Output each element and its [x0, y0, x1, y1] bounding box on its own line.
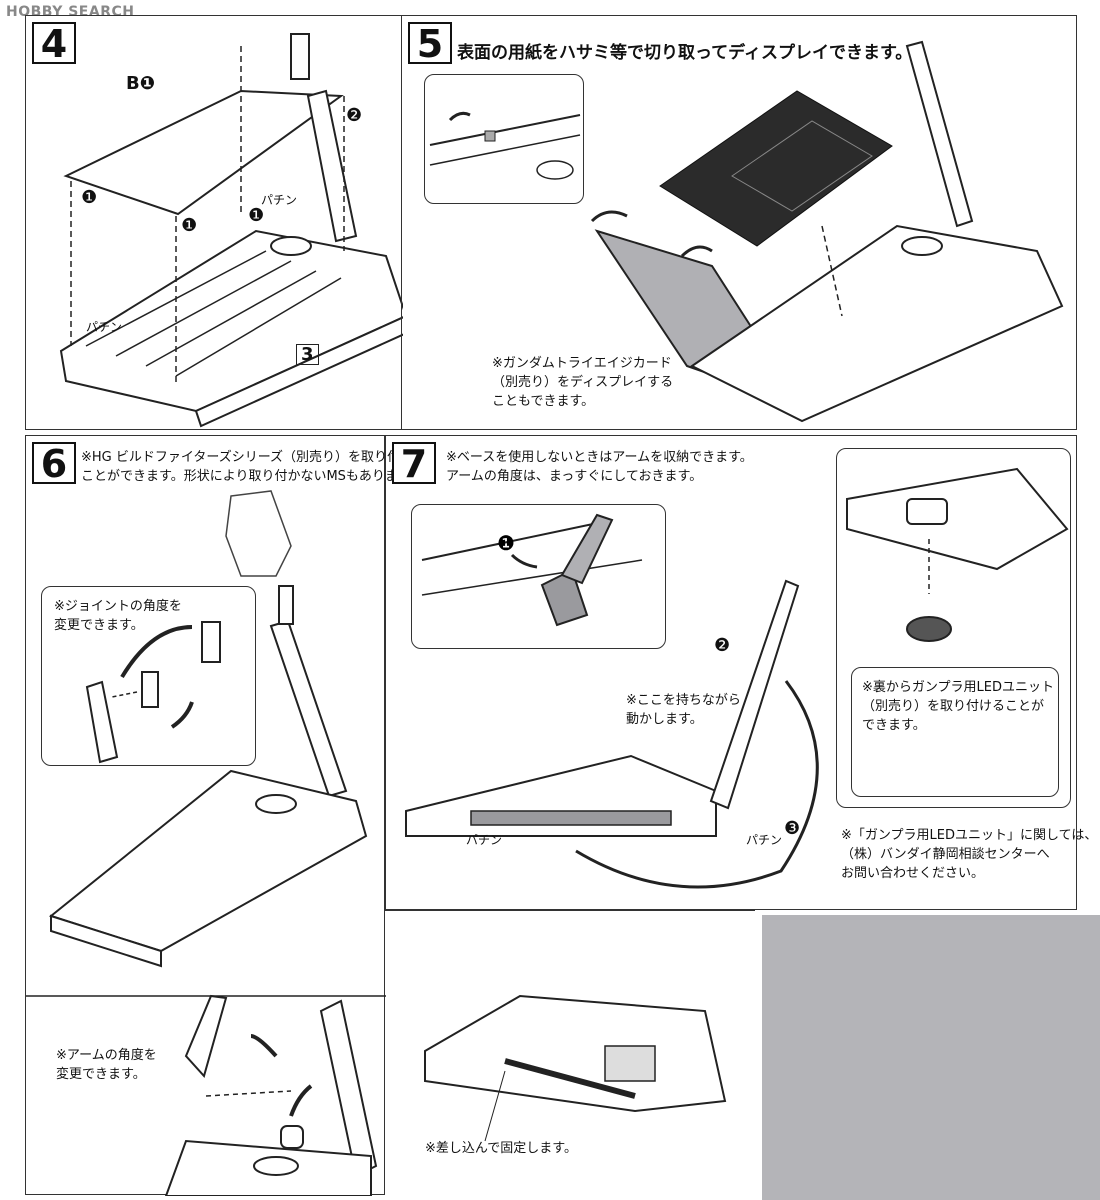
step-6-panel: 6 ※HG ビルドファイターズシリーズ（別売り）を取り付ける ことができます。形… — [25, 435, 426, 1196]
step-5-panel: 5 表面の用紙をハサミ等で切り取ってディスプレイできます。 ※ガンダムトライエイ… — [401, 15, 1077, 430]
led-note-box: ※裏からガンプラ用LEDユニット （別売り）を取り付けることが できます。 — [851, 667, 1059, 797]
joint-detail-inset: ※ジョイントの角度を 変更できます。 — [41, 586, 256, 766]
callout-number: ❷ — [714, 635, 731, 656]
storage-note: ※ベースを使用しないときはアームを収納できます。 アームの角度は、まっすぐにして… — [446, 450, 753, 484]
led-contact-note: ※「ガンプラ用LEDユニット」に関しては、 （株）バンダイ静岡相談センターへ お… — [841, 828, 1098, 881]
step-number: 6 — [32, 442, 76, 484]
arm-hinge-inset: ❶ — [411, 504, 666, 649]
hold-note: ※ここを持ちながら 動かします。 — [626, 693, 741, 727]
hg-series-note: ※HG ビルドファイターズシリーズ（別売り）を取り付ける ことができます。形状に… — [81, 450, 427, 484]
led-note: ※裏からガンプラ用LEDユニット （別売り）を取り付けることが できます。 — [862, 680, 1054, 733]
step-7-panel: 7 ※ベースを使用しないときはアームを収納できます。 アームの角度は、まっすぐに… — [385, 435, 1097, 910]
step-4-panel: 4 B❶ 3 パチン パチン ❶ ❶ ❶ ❷ — [25, 15, 403, 430]
callout-number: ❸ — [784, 818, 801, 839]
storage-detail-illustration — [424, 994, 727, 1142]
callout-number: ❶ — [181, 215, 198, 236]
card-detail-inset — [424, 74, 584, 204]
step-5-illustration — [590, 40, 1064, 423]
callout-number: ❶ — [248, 205, 265, 226]
part-b1-label: B❶ — [126, 73, 155, 94]
step-number: 7 — [392, 442, 436, 484]
card-note: ※ガンダムトライエイジカード （別売り）をディスプレイする こともできます。 — [492, 356, 674, 409]
callout-number: ❶ — [81, 187, 98, 208]
joint-note: ※ジョイントの角度を 変更できます。 — [54, 599, 182, 633]
led-detail-illustration — [846, 467, 1069, 642]
joint-detail-illustration — [85, 621, 221, 764]
step-number: 5 — [408, 22, 452, 64]
click-label: パチン — [746, 833, 783, 847]
step-4-illustration — [59, 33, 403, 428]
click-label: パチン — [261, 193, 298, 207]
part-3-label: 3 — [296, 344, 319, 365]
click-label: パチン — [86, 320, 123, 334]
insert-note: ※差し込んで固定します。 — [425, 1141, 577, 1156]
watermark: HOBBY SEARCH — [6, 4, 135, 20]
step-number: 4 — [32, 22, 76, 64]
click-label: パチン — [466, 833, 503, 847]
step-5-instruction: 表面の用紙をハサミ等で切り取ってディスプレイできます。 — [457, 43, 913, 63]
storage-detail-panel: ※差し込んで固定します。 — [385, 910, 755, 1195]
card-cutout-area — [762, 915, 1100, 1200]
arm-hinge-illustration: ❶ — [421, 513, 643, 627]
callout-number: ❷ — [346, 105, 363, 126]
card-detail-illustration — [429, 111, 581, 180]
arm-angle-note: ※アームの角度を 変更できます。 — [56, 1048, 157, 1082]
step-7-illustration — [405, 579, 819, 889]
callout-number: ❶ — [497, 531, 515, 555]
led-detail-inset: ※裏からガンプラ用LEDユニット （別売り）を取り付けることが できます。 — [836, 448, 1071, 808]
step-6-illustration — [26, 490, 386, 1196]
